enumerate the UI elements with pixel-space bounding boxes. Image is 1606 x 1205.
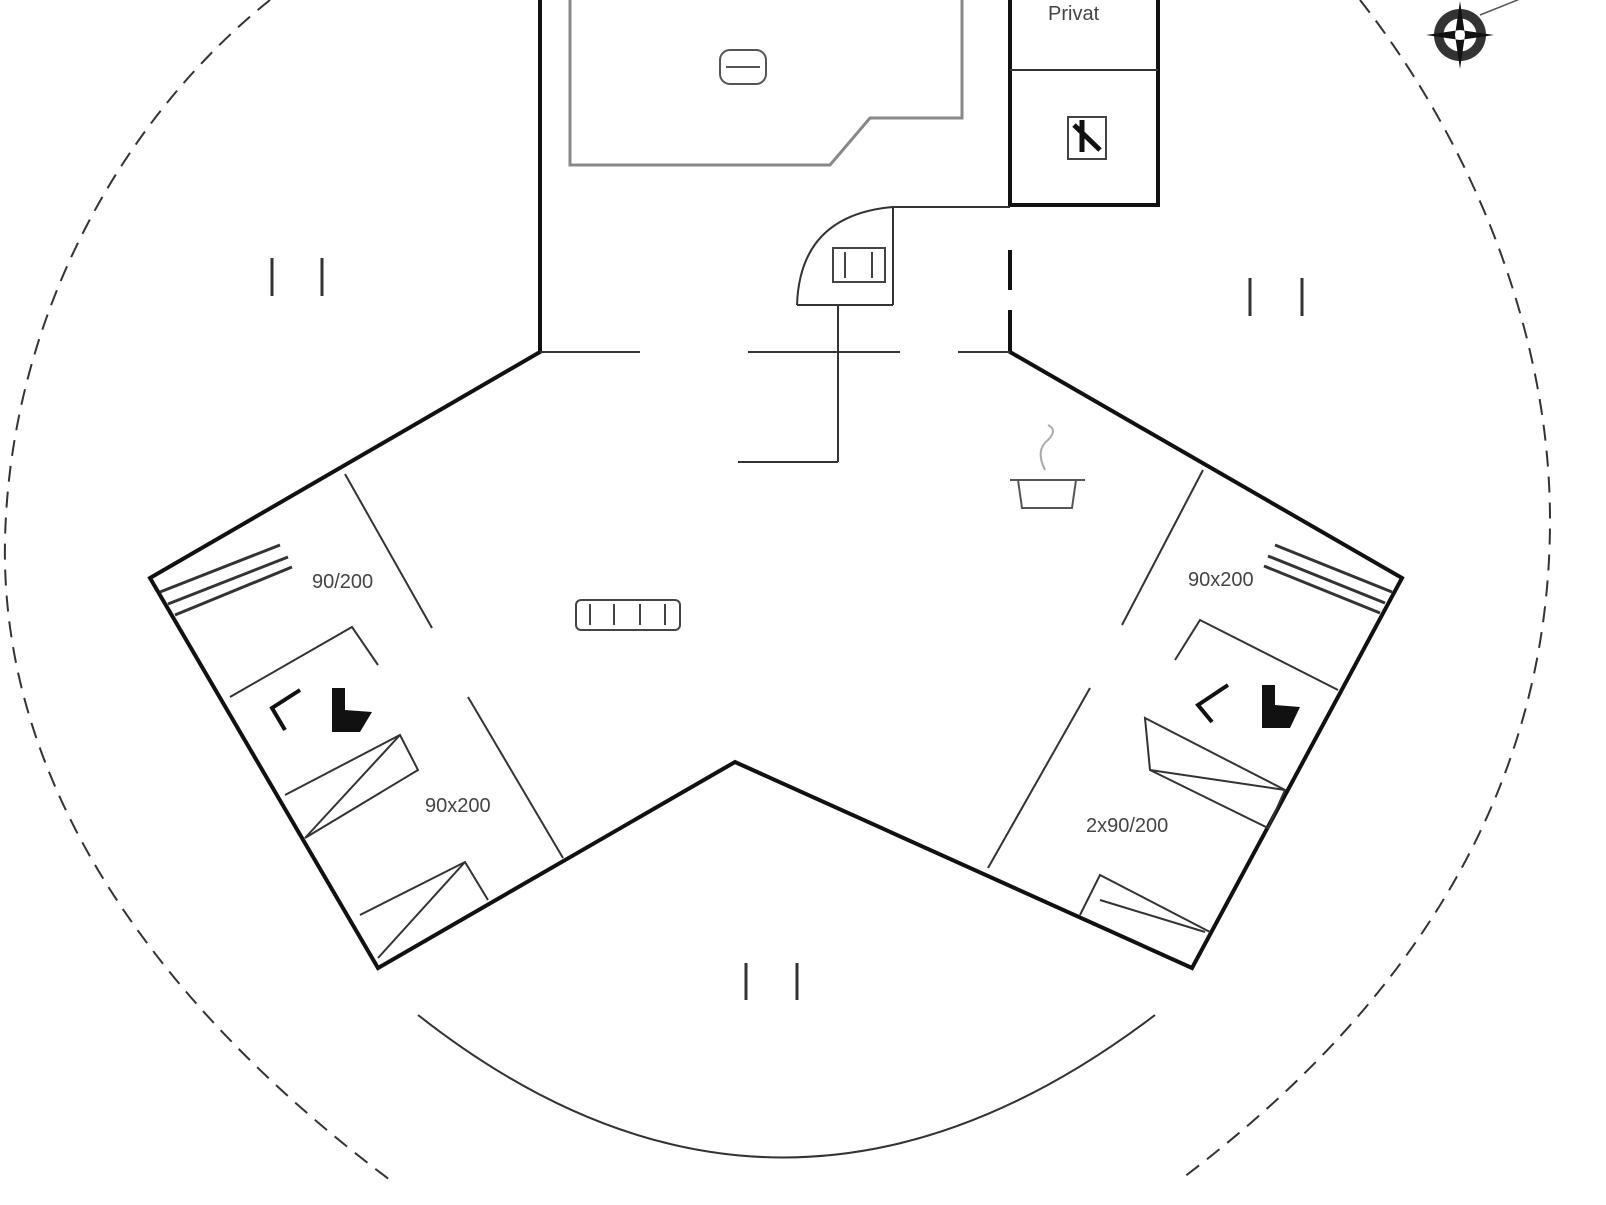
window-markers bbox=[270, 258, 1304, 1000]
appliance-icon bbox=[1067, 116, 1107, 160]
terrace-arc bbox=[417, 1014, 1156, 1159]
wardrobe-right bbox=[1263, 543, 1393, 615]
bed-label: 90x200 bbox=[1188, 569, 1254, 591]
room-label-private: Privat bbox=[1048, 3, 1100, 25]
exterior-walls bbox=[147, 0, 1405, 971]
toilet-icon bbox=[332, 685, 1300, 732]
compass-rose-icon bbox=[1426, 0, 1520, 69]
shower-icon bbox=[269, 683, 1230, 732]
inner-room bbox=[568, 0, 964, 167]
table-icon bbox=[719, 49, 767, 85]
bed-label: 90x200 bbox=[425, 795, 491, 817]
room-dividers bbox=[229, 206, 1339, 959]
property-boundary bbox=[3, 0, 1552, 1181]
cooking-pot-icon bbox=[1010, 424, 1085, 509]
bed-label: 90/200 bbox=[312, 571, 373, 593]
sofa-icon bbox=[575, 599, 681, 631]
bed-label: 2x90/200 bbox=[1086, 815, 1168, 837]
washing-machine-icon bbox=[832, 247, 886, 283]
wardrobe-left bbox=[159, 543, 293, 617]
